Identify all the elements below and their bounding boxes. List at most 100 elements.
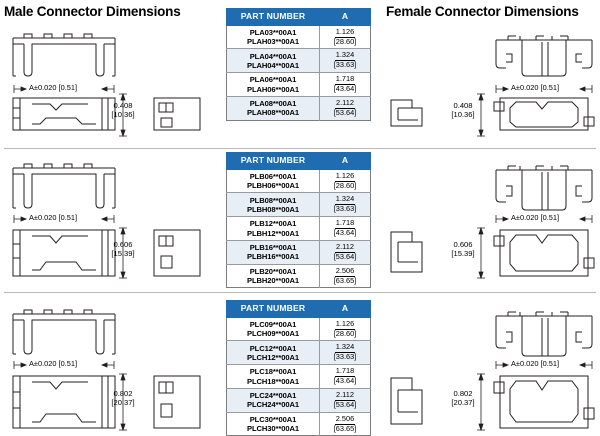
cell-a-value: 1.718 [43.64] [319, 72, 371, 97]
female-height-leader-a [476, 92, 486, 138]
female-width-dimension-c: A±0.020 [0.51] [492, 359, 593, 369]
cell-part-number: PLC18**00A1 PLCH18**00A1 [226, 364, 320, 389]
female-front-view-c [492, 308, 596, 360]
male-side-view-a [10, 96, 118, 132]
part-number-secondary: PLCH24**00A1 [247, 400, 299, 410]
part-number-secondary: PLCH30**00A1 [247, 424, 299, 433]
table-row: PLA03**00A1 PLAH03**00A1 1.126 [28.60] [226, 24, 371, 49]
part-number-secondary: PLAH03**00A1 [247, 37, 299, 46]
female-height-dimension-c: 0.802 [20.37] [436, 389, 490, 408]
a-value-mm: [33.63] [333, 204, 357, 214]
cell-part-number: PLC12**00A1 PLCH12**00A1 [226, 340, 320, 365]
table-row: PLB20**00A1 PLBH20**00A1 2.506 [63.65] [226, 263, 371, 288]
part-number-primary: PLC30**00A1 [249, 414, 297, 424]
part-number-table-b: PART NUMBER A PLB06**00A1 PLBH06**00A1 1… [226, 152, 371, 289]
female-top-view-b [492, 228, 596, 278]
width-dimension-label-a: A±0.020 [0.51] [29, 83, 78, 92]
part-number-primary: PLC24**00A1 [249, 391, 297, 400]
cell-a-value: 1.324 [33.63] [319, 192, 371, 217]
female-iso-view-c [388, 374, 440, 430]
a-value-inch: 2.112 [335, 389, 355, 401]
cell-a-value: 1.126 [28.60] [319, 24, 371, 49]
table-row: PLC24**00A1 PLCH24**00A1 2.112 [53.64] [226, 387, 371, 413]
part-number-primary: PLA03**00A1 [249, 27, 297, 37]
part-number-primary: PLA06**00A1 [249, 75, 297, 85]
part-number-secondary: PLBH12**00A1 [247, 228, 299, 238]
part-number-primary: PLB20**00A1 [249, 266, 297, 276]
female-height-dimension-inch-a: 0.408 [453, 101, 473, 110]
cell-part-number: PLA03**00A1 PLAH03**00A1 [226, 24, 320, 49]
table-row: PLB16**00A1 PLBH16**00A1 2.112 [53.64] [226, 239, 371, 265]
female-width-dimension-label-a: A±0.020 [0.51] [511, 83, 560, 92]
a-value-inch: 1.718 [334, 218, 356, 229]
column-header-a: A [319, 152, 371, 170]
a-value-inch: 1.126 [334, 26, 356, 38]
width-dimension-b: A±0.020 [0.51] [10, 213, 115, 223]
female-height-dimension-mm-b: [15.39] [451, 249, 475, 259]
part-number-primary: PLB12**00A1 [249, 219, 297, 229]
female-front-view-a [492, 32, 596, 82]
cell-part-number: PLB16**00A1 PLBH16**00A1 [226, 239, 320, 265]
female-width-dimension-b: A±0.020 [0.51] [492, 213, 593, 223]
cell-part-number: PLB08**00A1 PLBH08**00A1 [226, 192, 320, 217]
a-value-inch: 1.324 [334, 50, 356, 62]
table-row: PLA04**00A1 PLAH04**00A1 1.324 [33.63] [226, 48, 371, 73]
cell-a-value: 2.506 [63.65] [319, 411, 371, 436]
part-number-primary: PLB16**00A1 [249, 243, 297, 252]
cell-part-number: PLA06**00A1 PLAH06**00A1 [226, 72, 320, 97]
female-top-view-c [492, 374, 596, 430]
part-number-primary: PLA08**00A1 [249, 99, 297, 108]
part-number-primary: PLB08**00A1 [249, 195, 297, 205]
column-header-a: A [319, 300, 371, 318]
a-value-inch: 1.718 [334, 366, 356, 377]
section-divider-1 [4, 148, 596, 149]
male-side-view-c [10, 374, 118, 430]
a-value-mm: [53.64] [333, 399, 357, 409]
cell-a-value: 2.506 [63.65] [319, 263, 371, 288]
female-width-dimension-label-b: A±0.020 [0.51] [511, 213, 560, 222]
male-front-view-a [10, 32, 118, 82]
part-number-secondary: PLCH09**00A1 [247, 329, 299, 338]
female-iso-view-b [388, 228, 440, 278]
male-height-leader-b [118, 226, 128, 280]
a-value-mm: [28.60] [333, 328, 357, 338]
width-dimension-label-b: A±0.020 [0.51] [29, 213, 78, 222]
part-number-secondary: PLCH18**00A1 [247, 376, 299, 386]
a-value-mm: [63.65] [333, 423, 357, 433]
table-row: PLB08**00A1 PLBH08**00A1 1.324 [33.63] [226, 192, 371, 217]
a-value-inch: 1.324 [334, 342, 356, 354]
table-row: PLC12**00A1 PLCH12**00A1 1.324 [33.63] [226, 340, 371, 365]
male-front-view-b [10, 162, 118, 214]
a-value-inch: 2.112 [335, 241, 355, 253]
section-divider-2 [4, 292, 596, 293]
part-number-primary: PLC18**00A1 [249, 367, 297, 377]
table-row: PLA06**00A1 PLAH06**00A1 1.718 [43.64] [226, 72, 371, 97]
a-value-inch: 2.506 [334, 413, 356, 425]
a-value-mm: [33.63] [333, 352, 357, 362]
female-width-dimension-label-c: A±0.020 [0.51] [511, 359, 560, 368]
cell-a-value: 2.112 [53.64] [319, 95, 371, 121]
male-side-view-b [10, 228, 118, 278]
male-iso-view-a [152, 96, 206, 132]
page-title-female: Female Connector Dimensions [386, 4, 579, 19]
part-number-secondary: PLAH04**00A1 [247, 60, 299, 70]
a-value-mm: [33.63] [333, 60, 357, 70]
part-number-primary: PLC12**00A1 [249, 343, 297, 353]
part-number-secondary: PLAH08**00A1 [247, 108, 299, 118]
cell-part-number: PLA08**00A1 PLAH08**00A1 [226, 95, 320, 121]
cell-a-value: 1.718 [43.64] [319, 216, 371, 241]
female-top-view-a [492, 96, 596, 132]
column-header-part-number: PART NUMBER [226, 300, 320, 318]
a-value-mm: [43.64] [333, 376, 357, 385]
width-dimension-c: A±0.020 [0.51] [10, 359, 115, 369]
table-row: PLC18**00A1 PLCH18**00A1 1.718 [43.64] [226, 364, 371, 389]
a-value-inch: 2.112 [335, 97, 355, 109]
cell-a-value: 1.126 [28.60] [319, 316, 371, 341]
a-value-mm: [28.60] [333, 180, 357, 190]
a-value-mm: [43.64] [333, 84, 357, 93]
male-iso-view-c [152, 374, 206, 430]
female-height-dimension-mm-a: [10.36] [451, 110, 475, 120]
part-number-table-a: PART NUMBER A PLA03**00A1 PLAH03**00A1 1… [226, 8, 371, 121]
male-height-leader-a [118, 92, 128, 138]
